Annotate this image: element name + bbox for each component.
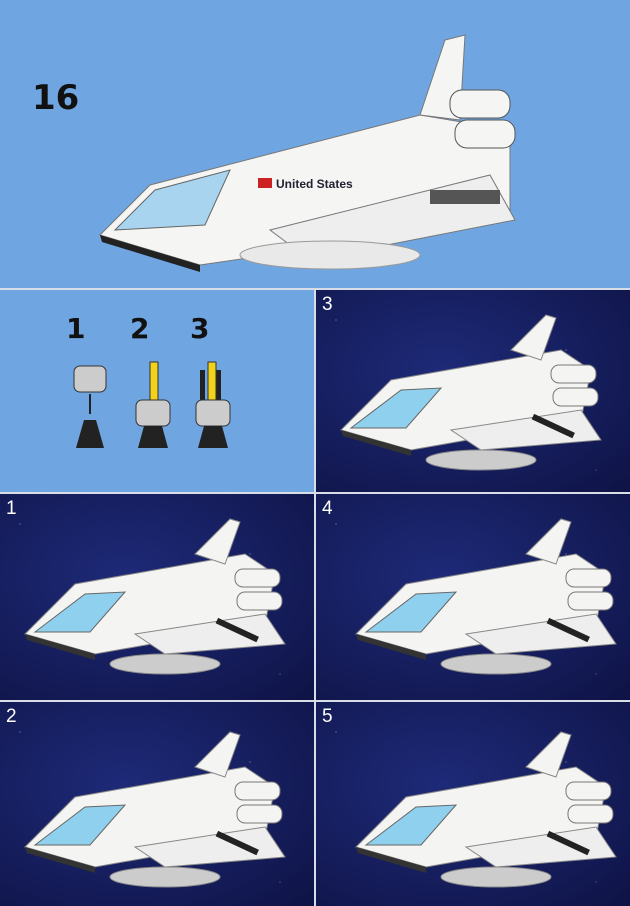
us-flag-icon bbox=[258, 178, 272, 188]
panel-4: 4 bbox=[316, 494, 630, 700]
panel-number: 5 bbox=[322, 706, 333, 727]
panel-number: 2 bbox=[6, 706, 17, 727]
main-step-panel: 16 United States bbox=[0, 0, 630, 288]
step-number: 16 bbox=[32, 78, 80, 118]
substeps-panel: 1 2 3 bbox=[0, 290, 314, 492]
substep-label: 1 bbox=[66, 312, 86, 345]
panel-1: 1 bbox=[0, 494, 314, 700]
panel-number: 1 bbox=[6, 498, 17, 519]
space-shuttle-model: United States bbox=[99, 34, 516, 272]
shuttle-label: United States bbox=[276, 177, 353, 191]
panel-3: 3 bbox=[316, 290, 630, 492]
substep-label: 3 bbox=[190, 312, 210, 345]
substep-diagrams bbox=[73, 361, 231, 448]
panel-2: 2 bbox=[0, 702, 314, 906]
substep-label: 2 bbox=[130, 312, 150, 345]
panel-number: 3 bbox=[322, 294, 333, 315]
panel-5: 5 bbox=[316, 702, 630, 906]
panel-number: 4 bbox=[322, 498, 333, 519]
